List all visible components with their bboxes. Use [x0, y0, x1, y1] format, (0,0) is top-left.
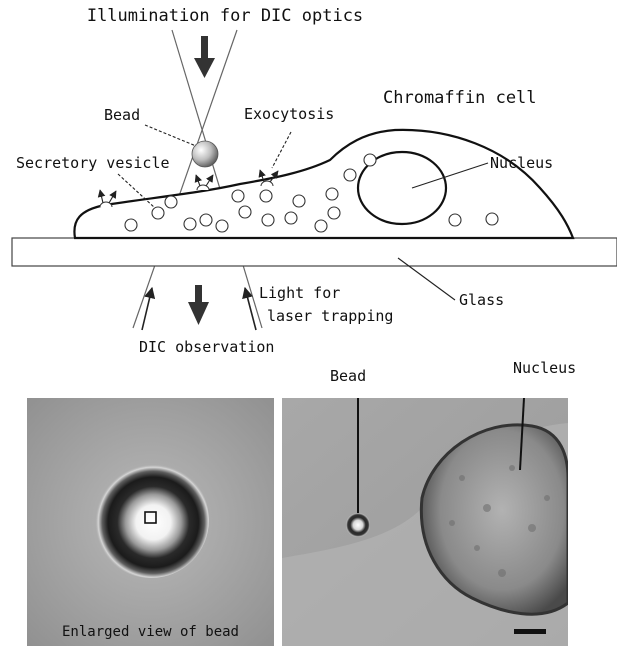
trapped-bead: [192, 141, 218, 167]
laser-trapping-label: laser trapping: [267, 307, 393, 325]
cell-micrograph: [282, 398, 568, 646]
secretory-vesicle-label: Secretory vesicle: [16, 154, 170, 172]
enlarged-bead-caption: Enlarged view of bead: [27, 624, 274, 640]
illumination-arrow-icon: [194, 36, 215, 78]
chromaffin-cell-label: Chromaffin cell: [383, 88, 537, 108]
scale-bar: [514, 629, 546, 634]
light-for-label: Light for: [259, 284, 340, 302]
bead-enlarged-micrograph: Enlarged view of bead: [27, 398, 274, 646]
illumination-label: Illumination for DIC optics: [87, 6, 363, 26]
photo-bead-label: Bead: [330, 367, 366, 385]
exocytosis-label: Exocytosis: [244, 105, 334, 123]
nucleus-label: Nucleus: [490, 154, 553, 172]
photo-nucleus-label: Nucleus: [513, 359, 576, 377]
bead-label: Bead: [104, 106, 140, 124]
dic-observation-label: DIC observation: [139, 338, 274, 356]
glass-label: Glass: [459, 291, 504, 309]
observation-arrow-icon: [188, 285, 209, 325]
bead-micrograph: [346, 513, 370, 537]
bead-leader-line: [145, 125, 196, 146]
glass-slide: [12, 238, 617, 266]
exocytosis-leader-line: [272, 132, 291, 168]
